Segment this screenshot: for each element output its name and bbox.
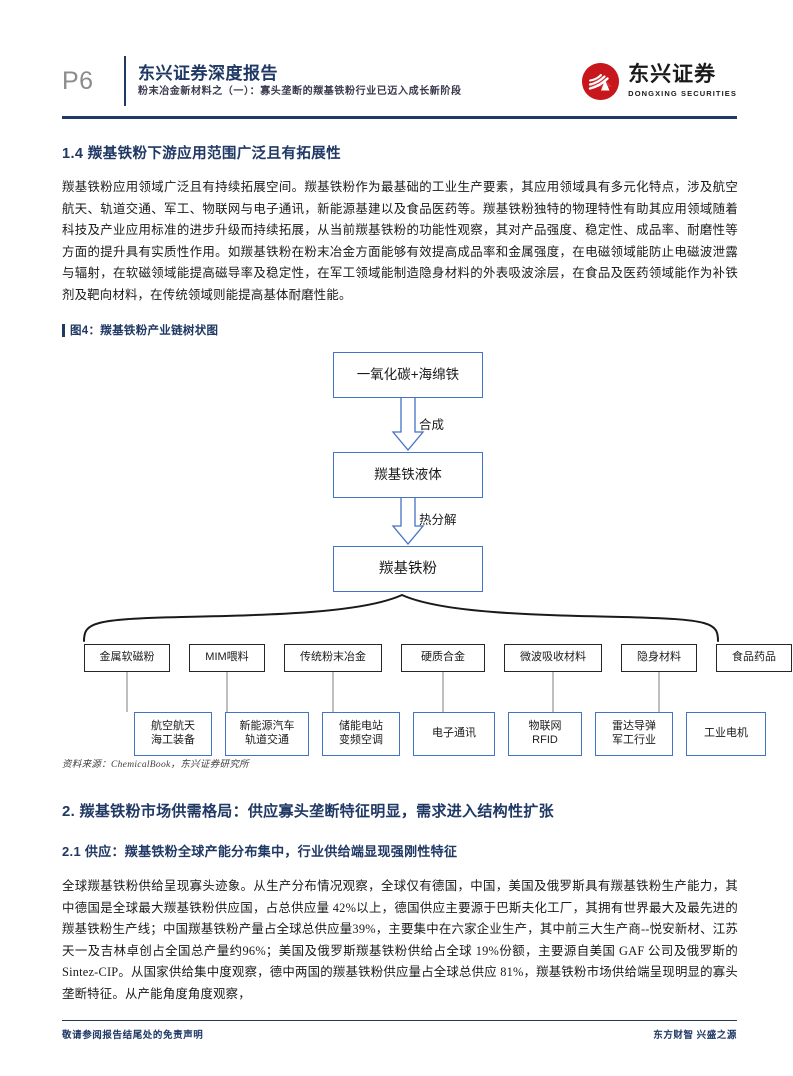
brand-name-cn: 东兴证券 (628, 63, 717, 87)
diagram-arrow-label-synthesis: 合成 (419, 418, 445, 432)
section-1-4-paragraph: 羰基铁粉应用领域广泛且有持续拓展空间。羰基铁粉作为最基础的工业生产要素，其应用领… (62, 180, 738, 302)
endmarket-line-1: 新能源汽车 (239, 720, 295, 733)
footer-divider (62, 1020, 737, 1021)
dongxing-mark-icon (582, 62, 620, 100)
diagram-arrow-pyrolysis-icon (391, 498, 425, 546)
diagram-endmarket-box: 电子通讯 (413, 712, 495, 756)
header-accent-bar (62, 116, 737, 119)
endmarket-line-1: 电子通讯 (432, 727, 476, 740)
footer-disclaimer: 敬请参阅报告结尾处的免责声明 (62, 1031, 204, 1041)
section-2-1-paragraph: 全球羰基铁粉供给呈现寡头迹象。从生产分布情况观察，全球仅有德国，中国，美国及俄罗… (62, 879, 738, 1001)
diagram-endmarket-box: 工业电机 (686, 712, 766, 756)
diagram-application-box: 传统粉末冶金 (284, 644, 382, 672)
section-heading-2-1: 2.1 供应：羰基铁粉全球产能分布集中，行业供给端显现强刚性特征 (62, 844, 458, 859)
endmarket-line-2: 变频空调 (339, 734, 383, 746)
section-heading-2: 2. 羰基铁粉市场供需格局：供应寡头垄断特征明显，需求进入结构性扩张 (62, 803, 554, 820)
page-header: P6 东兴证券深度报告 粉末冶金新材料之（一）：寡头垄断的羰基铁粉行业已迈入成长… (0, 0, 793, 122)
endmarket-line-2: 轨道交通 (245, 734, 289, 746)
page-number: P6 (62, 66, 94, 95)
report-title: 东兴证券深度报告 (138, 63, 278, 83)
diagram-application-box: 微波吸收材料 (504, 644, 602, 672)
diagram-arrow-label-pyrolysis: 热分解 (419, 513, 457, 527)
endmarket-line-2: 海工装备 (151, 734, 195, 746)
footer-slogan: 东方财智 兴盛之源 (653, 1031, 737, 1041)
diagram-connectors-icon (126, 672, 660, 712)
diagram-endmarket-box: 新能源汽车 轨道交通 (225, 712, 309, 756)
endmarket-line-1: 储能电站 (339, 720, 383, 733)
page-content: 1.4 羰基铁粉下游应用范围广泛且有拓展性 羰基铁粉应用领域广泛且有持续拓展空间… (62, 136, 792, 1009)
diagram-application-box: 金属软磁粉 (84, 644, 170, 672)
page-footer: 敬请参阅报告结尾处的免责声明 东方财智 兴盛之源 (62, 1020, 737, 1046)
diagram-brace-icon (83, 593, 719, 642)
figure-caption-text: 图4：羰基铁粉产业链树状图 (70, 325, 219, 337)
diagram-application-box: MIM喂料 (189, 644, 265, 672)
figure-caption: 图4：羰基铁粉产业链树状图 (62, 322, 738, 338)
diagram-node-raw-material: 一氧化碳+海绵铁 (333, 352, 483, 398)
section-heading-1-4: 1.4 羰基铁粉下游应用范围广泛且有拓展性 (62, 146, 342, 162)
diagram-node-intermediate: 羰基铁液体 (333, 452, 483, 498)
endmarket-line-2: RFID (532, 734, 558, 746)
endmarket-line-1: 物联网 (528, 720, 562, 733)
figure-source: 资料来源：ChemicalBook，东兴证券研究所 (62, 760, 249, 770)
endmarket-line-2: 军工行业 (612, 734, 656, 746)
diagram-node-product: 羰基铁粉 (333, 546, 483, 592)
header-divider (124, 56, 126, 106)
figure-caption-bar (62, 323, 65, 337)
diagram-endmarket-box: 物联网 RFID (508, 712, 582, 756)
endmarket-line-1: 工业电机 (704, 727, 748, 740)
report-subtitle: 粉末冶金新材料之（一）：寡头垄断的羰基铁粉行业已迈入成长新阶段 (138, 86, 462, 98)
diagram-application-box: 食品药品 (716, 644, 792, 672)
brand-name-en: DONGXING SECURITIES (628, 88, 737, 98)
diagram-application-box: 隐身材料 (621, 644, 697, 672)
endmarket-line-1: 航空航天 (151, 720, 195, 733)
diagram-endmarket-box: 雷达导弹 军工行业 (595, 712, 673, 756)
endmarket-line-1: 雷达导弹 (612, 720, 656, 733)
diagram-application-box: 硬质合金 (401, 644, 485, 672)
figure-4-diagram: 一氧化碳+海绵铁 合成 羰基铁液体 热分解 羰基铁粉 (62, 346, 792, 756)
diagram-endmarket-box: 储能电站 变频空调 (322, 712, 400, 756)
diagram-arrow-synthesis-icon (391, 398, 425, 452)
diagram-endmarket-box: 航空航天 海工装备 (134, 712, 212, 756)
company-logo: 东兴证券 DONGXING SECURITIES (582, 62, 737, 100)
